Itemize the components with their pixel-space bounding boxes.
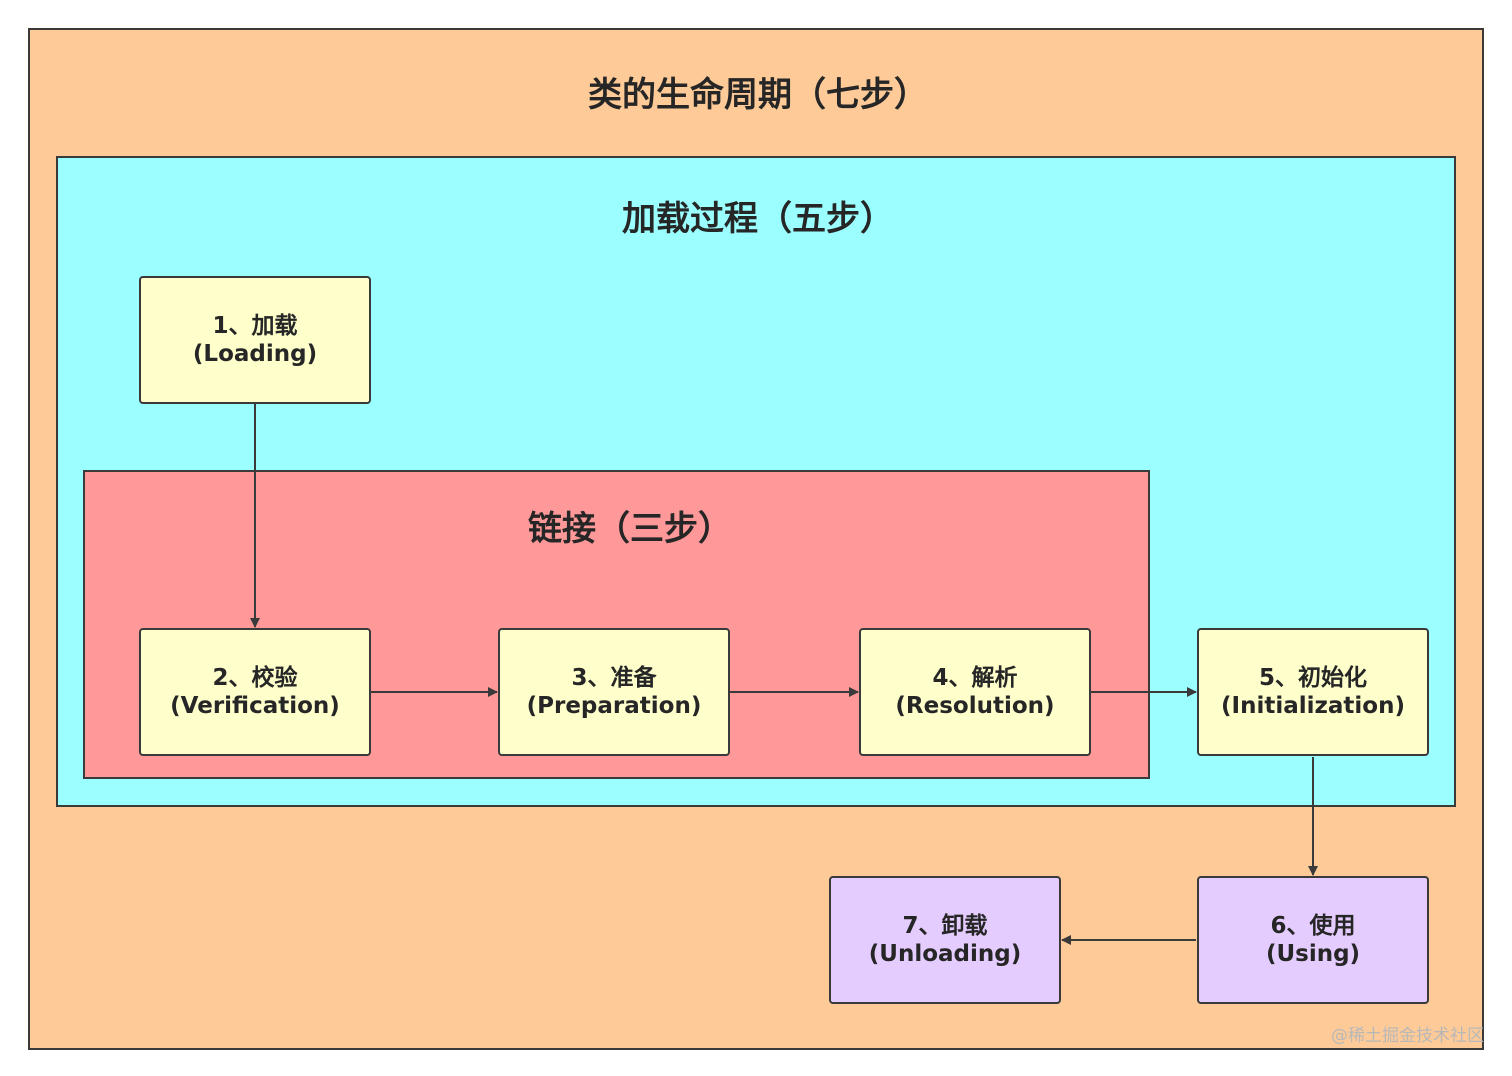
step-unloading-en: (Unloading) xyxy=(868,941,1022,967)
step-using-en: (Using) xyxy=(1265,941,1361,967)
watermark: @稀土掘金技术社区 xyxy=(1331,1026,1484,1046)
step-verification-cn: 2、校验 xyxy=(212,665,298,691)
step-preparation-en: (Preparation) xyxy=(526,693,702,719)
step-resolution-node: 4、解析 (Resolution) xyxy=(859,628,1091,756)
step-resolution-en: (Resolution) xyxy=(895,693,1055,719)
step-unloading-node: 7、卸载 (Unloading) xyxy=(829,876,1061,1004)
linking-title: 链接（三步） xyxy=(528,509,732,549)
step-unloading-cn: 7、卸载 xyxy=(902,913,988,939)
lifecycle-title: 类的生命周期（七步） xyxy=(588,75,928,115)
step-loading-cn: 1、加载 xyxy=(212,313,298,339)
step-verification-node: 2、校验 (Verification) xyxy=(139,628,371,756)
step-initialization-en: (Initialization) xyxy=(1221,693,1405,719)
step-initialization-cn: 5、初始化 xyxy=(1258,665,1367,691)
step-loading-en: (Loading) xyxy=(192,341,318,367)
loading-process-title: 加载过程（五步） xyxy=(622,199,894,239)
step-verification-en: (Verification) xyxy=(170,693,340,719)
step-using-node: 6、使用 (Using) xyxy=(1197,876,1429,1004)
step-loading-node: 1、加载 (Loading) xyxy=(139,276,371,404)
step-preparation-cn: 3、准备 xyxy=(571,665,657,691)
step-resolution-cn: 4、解析 xyxy=(932,665,1018,691)
step-using-cn: 6、使用 xyxy=(1270,913,1356,939)
step-initialization-node: 5、初始化 (Initialization) xyxy=(1197,628,1429,756)
step-preparation-node: 3、准备 (Preparation) xyxy=(498,628,730,756)
